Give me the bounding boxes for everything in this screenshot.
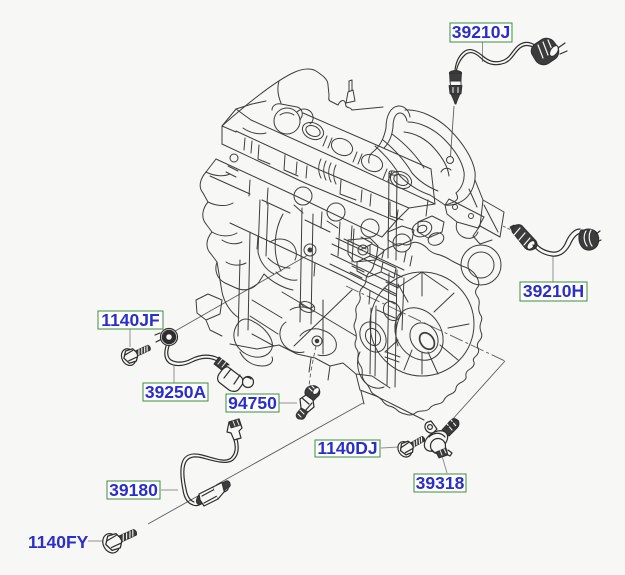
svg-text:39250A: 39250A [145,382,207,402]
svg-text:39210H: 39210H [523,281,584,301]
svg-text:39210J: 39210J [452,22,510,42]
svg-text:1140FY: 1140FY [28,532,89,552]
svg-text:94750: 94750 [228,393,277,413]
svg-text:39180: 39180 [109,480,158,500]
svg-text:1140DJ: 1140DJ [317,438,377,458]
svg-text:39318: 39318 [416,473,465,493]
svg-text:1140JF: 1140JF [101,310,160,330]
